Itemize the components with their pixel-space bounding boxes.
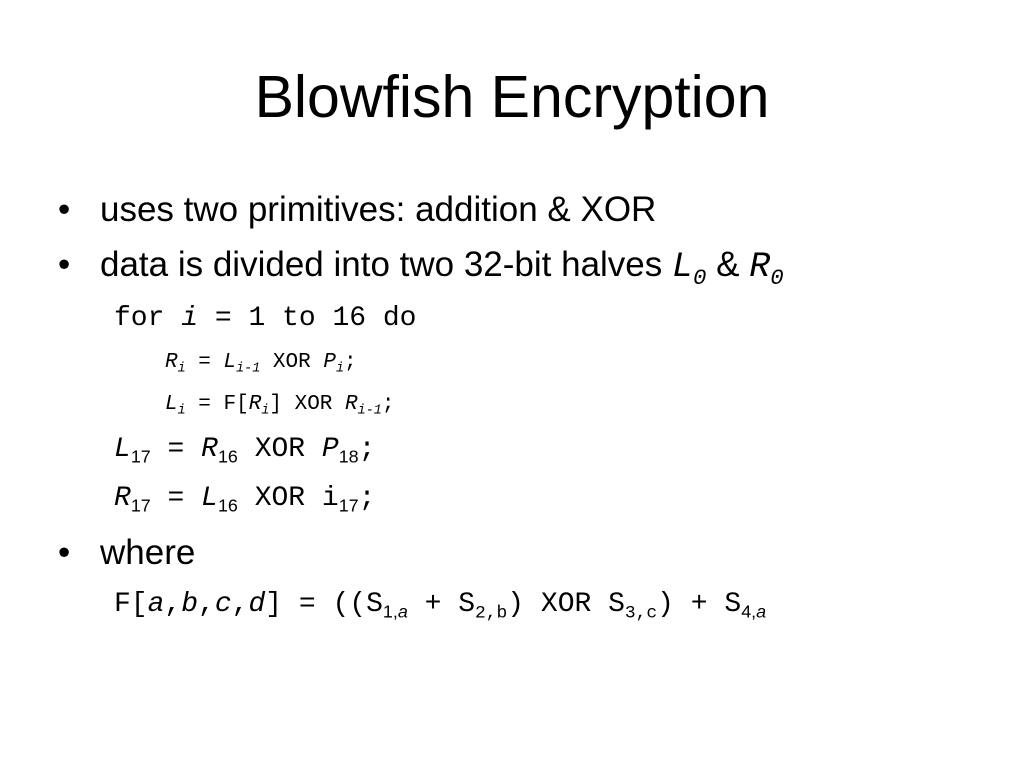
code-round-l: Li = F[Ri] XOR Ri-1; [165, 393, 395, 419]
bullet-primitives: uses two primitives: addition & XOR [100, 190, 657, 229]
bullet-marker: • [58, 190, 71, 229]
bullet-where: where [100, 533, 196, 572]
bullet-marker: • [58, 245, 71, 284]
code-final-l17: L17 = R16 XOR P18; [114, 434, 376, 467]
ampersand: & [706, 245, 750, 284]
bullet-marker: • [58, 533, 71, 572]
slide-title: Blowfish Encryption [254, 64, 770, 130]
code-round-r: Ri = Li-1 XOR Pi; [165, 351, 357, 377]
bullet-halves-text: data is divided into two 32-bit halves [100, 245, 672, 284]
code-final-r17: R17 = L16 XOR i17; [114, 483, 376, 516]
var-r0: R0 [749, 247, 784, 291]
code-for-loop: for i = 1 to 16 do [114, 303, 417, 334]
bullet-halves: data is divided into two 32-bit halves L… [100, 244, 784, 291]
code-f-function: F[a,b,c,d] = ((S1,a + S2,b) XOR S3,c) + … [114, 589, 767, 624]
var-l0: L0 [672, 247, 707, 291]
